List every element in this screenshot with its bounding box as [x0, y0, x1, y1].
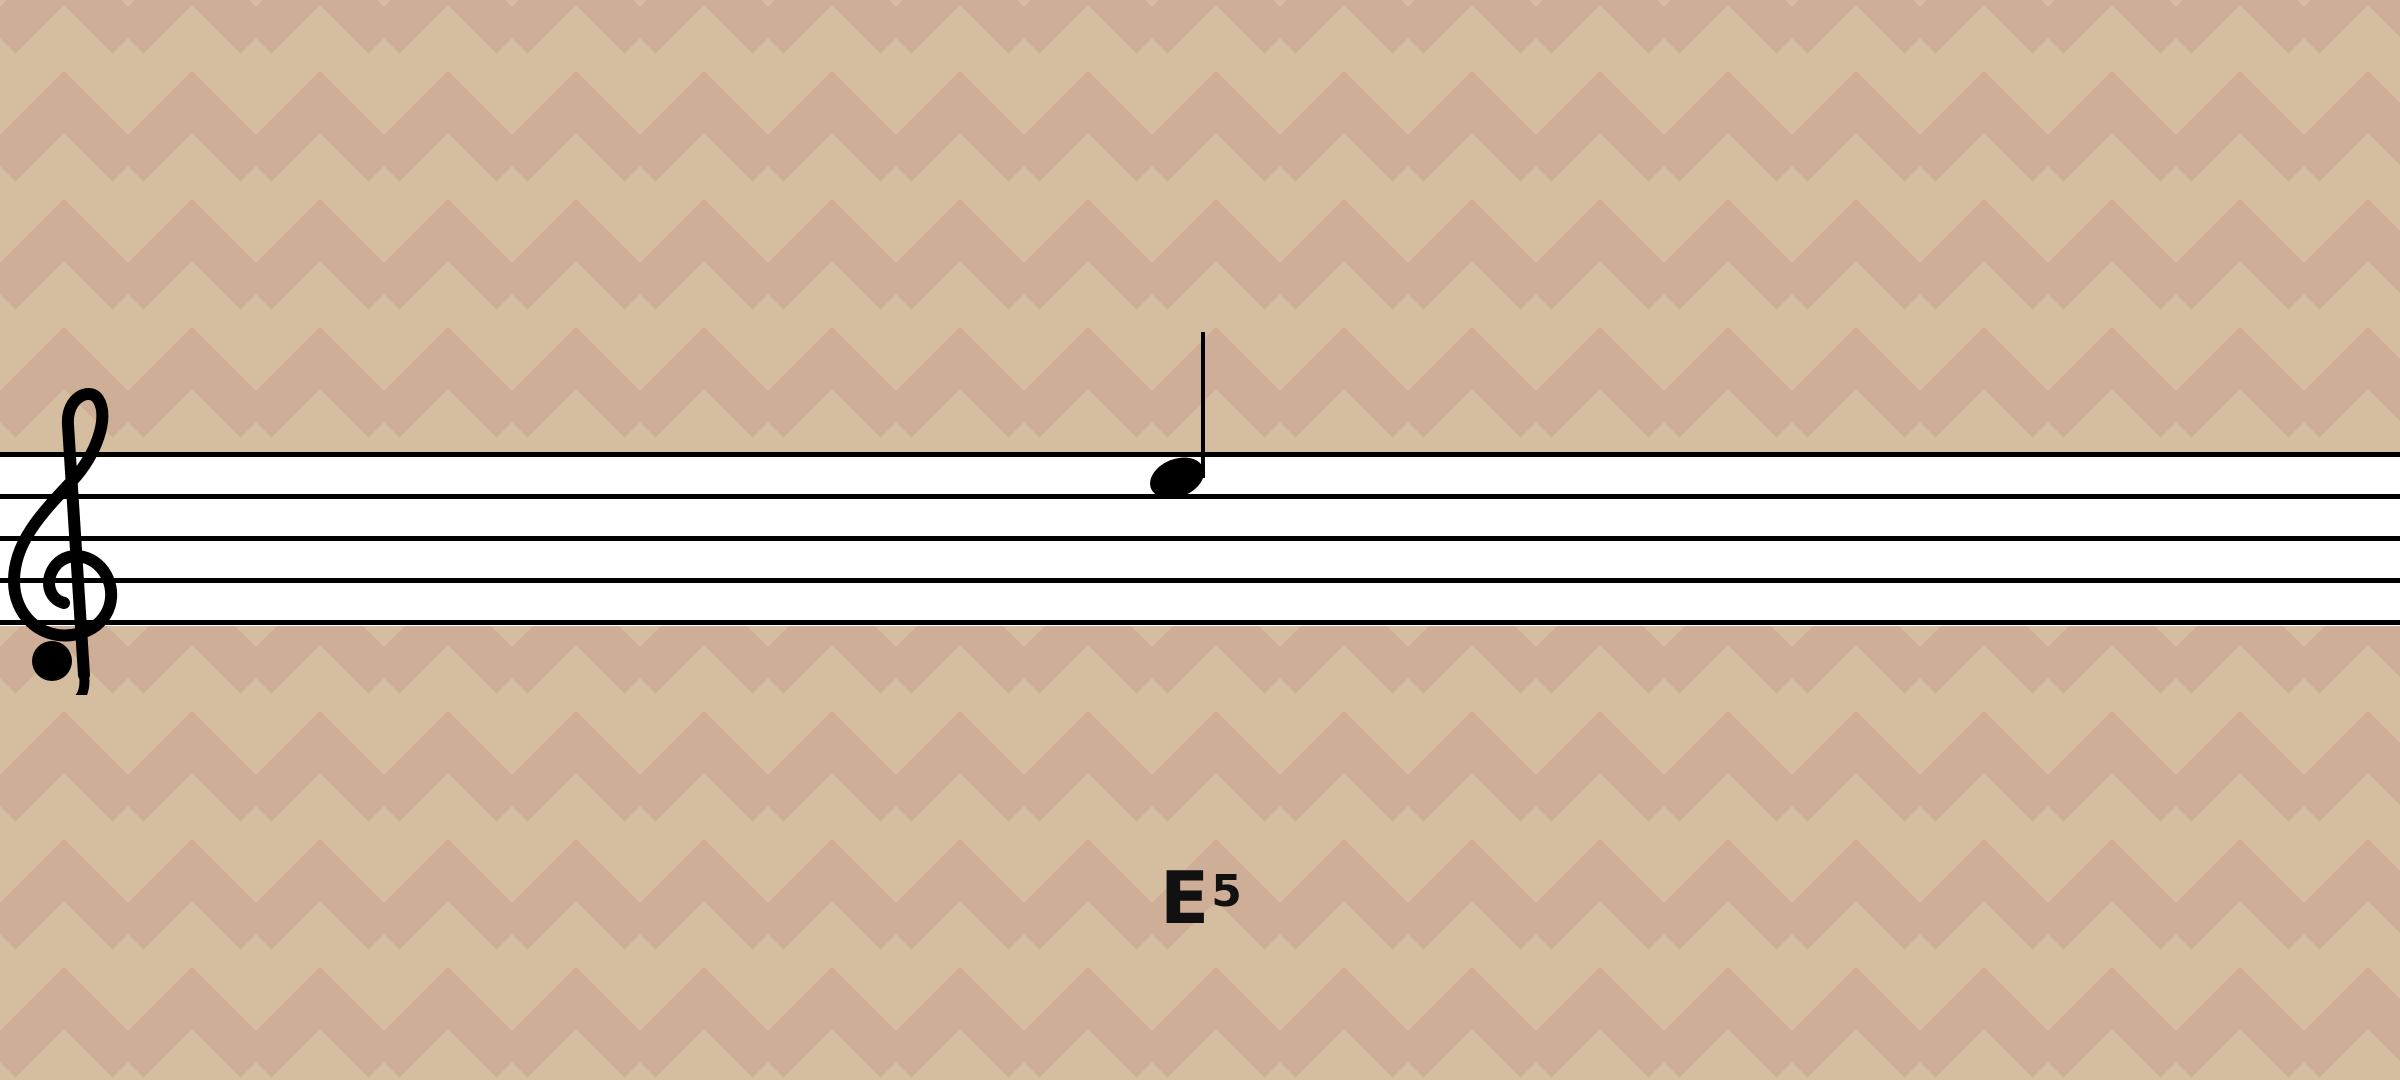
note-stem	[1201, 332, 1205, 478]
note-letter: E	[1160, 856, 1210, 940]
note-name-label: E5	[1160, 858, 1242, 938]
staff-line-3	[0, 536, 2400, 541]
note-octave: 5	[1211, 866, 1242, 917]
staff-line-5	[0, 620, 2400, 625]
note-head	[1150, 457, 1204, 499]
staff-line-2	[0, 494, 2400, 499]
staff-line-1	[0, 452, 2400, 457]
staff-line-4	[0, 578, 2400, 583]
treble-clef-icon	[8, 388, 118, 695]
quarter-note	[1150, 332, 1205, 499]
